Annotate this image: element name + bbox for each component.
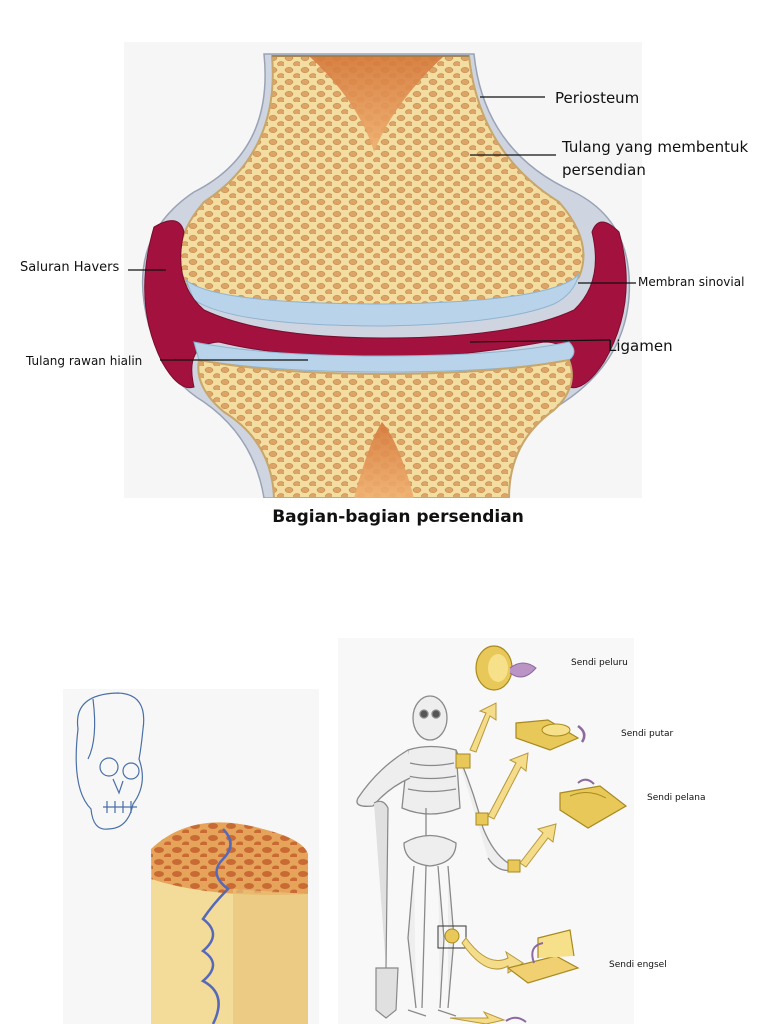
label-sendi-engsel: Sendi engsel (609, 960, 667, 970)
ball-socket-joint-model (475, 645, 537, 691)
label-periosteum: Periosteum (555, 89, 640, 107)
label-tulang-line1: Tulang yang membentuk (562, 138, 749, 156)
skeleton-figure (356, 695, 515, 1017)
saddle-joint-model (559, 778, 628, 829)
joint-illustration (124, 42, 642, 498)
skull-sketch (75, 692, 145, 830)
joint-type-arrows (461, 702, 557, 974)
label-tulang-line2: persendian (562, 161, 646, 179)
hinge-joint-model (506, 929, 580, 984)
skeleton-joint-types-illustration (338, 638, 634, 1024)
label-ligamen: Ligamen (608, 337, 673, 355)
label-saluran-havers: Saluran Havers (20, 260, 120, 275)
diagram-caption: Bagian-bagian persendian (272, 507, 524, 527)
label-sendi-peluru: Sendi peluru (571, 658, 628, 668)
joint-highlights (437, 753, 521, 949)
partial-arrow-bottom (449, 1010, 527, 1024)
label-membran-sinovial: Membran sinovial (638, 275, 745, 289)
skull-suture-illustration (63, 689, 319, 1024)
pivot-joint-model (515, 719, 586, 751)
label-sendi-putar: Sendi putar (621, 729, 674, 739)
label-tulang-rawan-hialin: Tulang rawan hialin (26, 354, 143, 368)
joint-cross-section-diagram (124, 42, 642, 498)
label-sendi-pelana: Sendi pelana (647, 793, 706, 803)
shovel (373, 800, 399, 1019)
suture-bone-block (151, 822, 308, 1024)
